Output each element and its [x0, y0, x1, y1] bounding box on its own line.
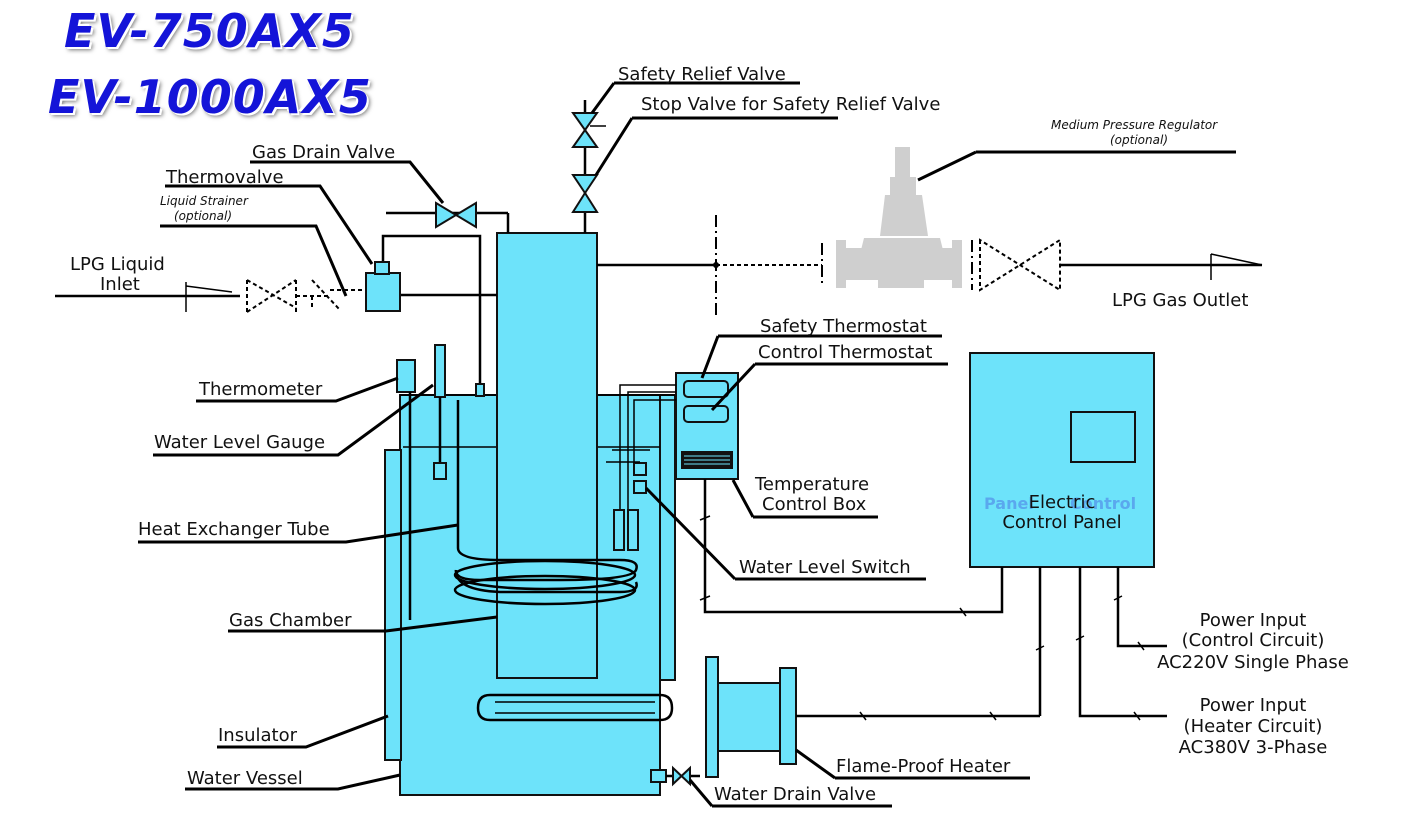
model-title-2: EV-1000AX5	[48, 70, 372, 124]
panel-ghost-text-2: Control	[1070, 494, 1136, 513]
label-insulator: Insulator	[218, 725, 298, 746]
wiring	[699, 479, 1167, 721]
label-power-heater-1: Power Input	[1200, 695, 1307, 716]
label-lpg-liquid-inlet-1: LPG Liquid	[70, 254, 165, 275]
label-electric-control-panel-2: Control Panel	[1002, 512, 1121, 533]
label-temperature-control-box-1: Temperature	[754, 474, 869, 495]
water-level-gauge	[433, 344, 447, 480]
label-power-control-2: (Control Circuit)	[1182, 630, 1325, 651]
label-water-level-gauge: Water Level Gauge	[154, 432, 325, 453]
label-strainer-optional: (optional)	[174, 209, 232, 223]
label-water-drain-valve: Water Drain Valve	[714, 784, 876, 805]
label-stop-valve: Stop Valve for Safety Relief Valve	[641, 94, 940, 115]
gas-drain-valve	[386, 201, 510, 233]
insulator	[384, 449, 402, 761]
medium-pressure-regulator	[836, 147, 962, 288]
label-regulator-optional: (optional)	[1110, 133, 1168, 147]
thermovalve	[365, 261, 401, 312]
label-gas-drain-valve: Gas Drain Valve	[252, 142, 395, 163]
label-water-vessel: Water Vessel	[187, 768, 303, 789]
flame-proof-heater	[705, 656, 1040, 778]
lpg-gas-outlet-line	[597, 215, 823, 318]
stop-valve	[571, 174, 599, 213]
label-control-thermostat: Control Thermostat	[758, 342, 932, 363]
label-water-level-switch: Water Level Switch	[739, 557, 911, 578]
label-lpg-liquid-inlet-2: Inlet	[100, 274, 140, 295]
panel-ghost-text-1: Panel	[984, 494, 1034, 513]
pipe-fitting	[475, 383, 485, 397]
label-safety-thermostat: Safety Thermostat	[760, 316, 927, 337]
label-safety-relief-valve: Safety Relief Valve	[618, 64, 786, 85]
heat-exchanger-coil	[453, 400, 638, 606]
label-lpg-gas-outlet: LPG Gas Outlet	[1112, 290, 1248, 311]
leader-lines	[138, 81, 1236, 808]
heater-element	[476, 693, 674, 722]
inlet-pipe	[381, 234, 482, 395]
thermostat-probes	[606, 384, 676, 551]
label-medium-pressure-regulator: Medium Pressure Regulator	[1051, 118, 1218, 132]
water-drain-valve	[650, 765, 700, 787]
outlet-valve-dashed	[971, 238, 1263, 292]
label-electric-control-panel-1: Electric	[1029, 492, 1096, 513]
label-power-heater-3: AC380V 3-Phase	[1179, 737, 1328, 758]
label-liquid-strainer: Liquid Strainer	[160, 194, 249, 208]
label-thermometer: Thermometer	[198, 379, 323, 400]
label-power-control-3: AC220V Single Phase	[1157, 652, 1349, 673]
label-thermovalve: Thermovalve	[165, 167, 284, 188]
lpg-liquid-inlet	[55, 279, 362, 313]
label-power-control-1: Power Input	[1200, 610, 1307, 631]
electric-control-panel	[969, 352, 1155, 568]
model-title-1: EV-750AX5	[64, 4, 355, 58]
thermometer	[396, 359, 416, 620]
label-flame-proof-heater: Flame-Proof Heater	[836, 756, 1011, 777]
gas-chamber	[496, 232, 598, 679]
label-temperature-control-box-2: Control Box	[762, 494, 867, 515]
label-gas-chamber: Gas Chamber	[229, 610, 352, 631]
temperature-control-box	[675, 372, 739, 480]
label-power-heater-2: (Heater Circuit)	[1184, 716, 1323, 737]
label-heat-exchanger-tube: Heat Exchanger Tube	[138, 519, 330, 540]
